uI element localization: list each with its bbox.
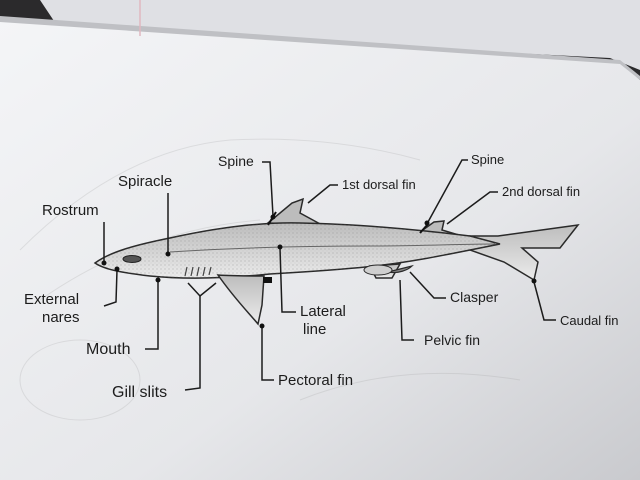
label-first-dorsal-fin: 1st dorsal fin	[342, 177, 416, 192]
spine-rear-mark	[419, 223, 429, 234]
label-spiracle: Spiracle	[118, 173, 172, 190]
label-clasper: Clasper	[450, 289, 499, 305]
rostrum-dot	[101, 260, 107, 266]
clasper-leader	[409, 271, 446, 299]
caudal-fin-leader	[533, 281, 556, 321]
labels: Rostrum Spiracle Spine 1st dorsal fin Sp…	[24, 152, 619, 401]
external-nares-dot	[114, 266, 120, 272]
eye	[122, 255, 142, 263]
label-mouth: Mouth	[86, 341, 130, 358]
label-pelvic-fin: Pelvic fin	[424, 332, 480, 348]
mouth-leader	[145, 282, 159, 350]
label-rostrum: Rostrum	[42, 202, 99, 219]
label-caudal-fin: Caudal fin	[560, 313, 619, 328]
pectoral-fin-shape	[216, 274, 265, 326]
label-spine-front: Spine	[218, 153, 254, 169]
anal-fin-shape	[363, 264, 393, 276]
gill-slits-fork	[187, 282, 217, 298]
clasper-shape	[387, 264, 414, 274]
body-stipple	[95, 222, 500, 279]
caudal-fin-dot	[531, 278, 537, 284]
lateral-line-dot	[277, 244, 283, 250]
label-spine-rear: Spine	[471, 152, 504, 167]
leader-lines	[101, 159, 556, 391]
back-paper-sheet	[40, 0, 640, 70]
label-external-nares-line2: nares	[42, 309, 80, 326]
paper-edge-shadow	[0, 16, 640, 80]
pectoral-fin-base	[263, 277, 272, 283]
lateral-line-mark	[169, 243, 496, 253]
pectoral-fin-leader	[261, 328, 274, 381]
spine-front-dot	[270, 214, 276, 220]
shark-illustration	[93, 197, 580, 326]
spiracle-dot	[165, 251, 171, 257]
mouth-dot	[155, 277, 161, 283]
label-lateral-line-line1: Lateral	[300, 303, 346, 320]
spine-rear-leader	[427, 159, 468, 223]
spine-rear-dot	[424, 220, 430, 226]
gill-slit-marks	[184, 266, 212, 277]
pectoral-fin-dot	[259, 323, 265, 329]
label-lateral-line-line2: line	[303, 321, 326, 338]
spine-front-leader	[262, 161, 274, 217]
gill-slits-leader	[184, 296, 201, 391]
label-gill-slits: Gill slits	[112, 384, 167, 401]
label-external-nares-line1: External	[24, 291, 79, 308]
lateral-line-leader	[279, 247, 296, 313]
second-dorsal-fin-leader	[446, 191, 498, 225]
first-dorsal-fin-leader	[307, 184, 338, 204]
pelvic-fin-leader	[399, 279, 414, 341]
caudal-fin-shape	[469, 224, 580, 282]
external-nares-leader	[103, 269, 118, 307]
label-pectoral-fin: Pectoral fin	[278, 372, 353, 389]
label-second-dorsal-fin: 2nd dorsal fin	[502, 184, 580, 199]
